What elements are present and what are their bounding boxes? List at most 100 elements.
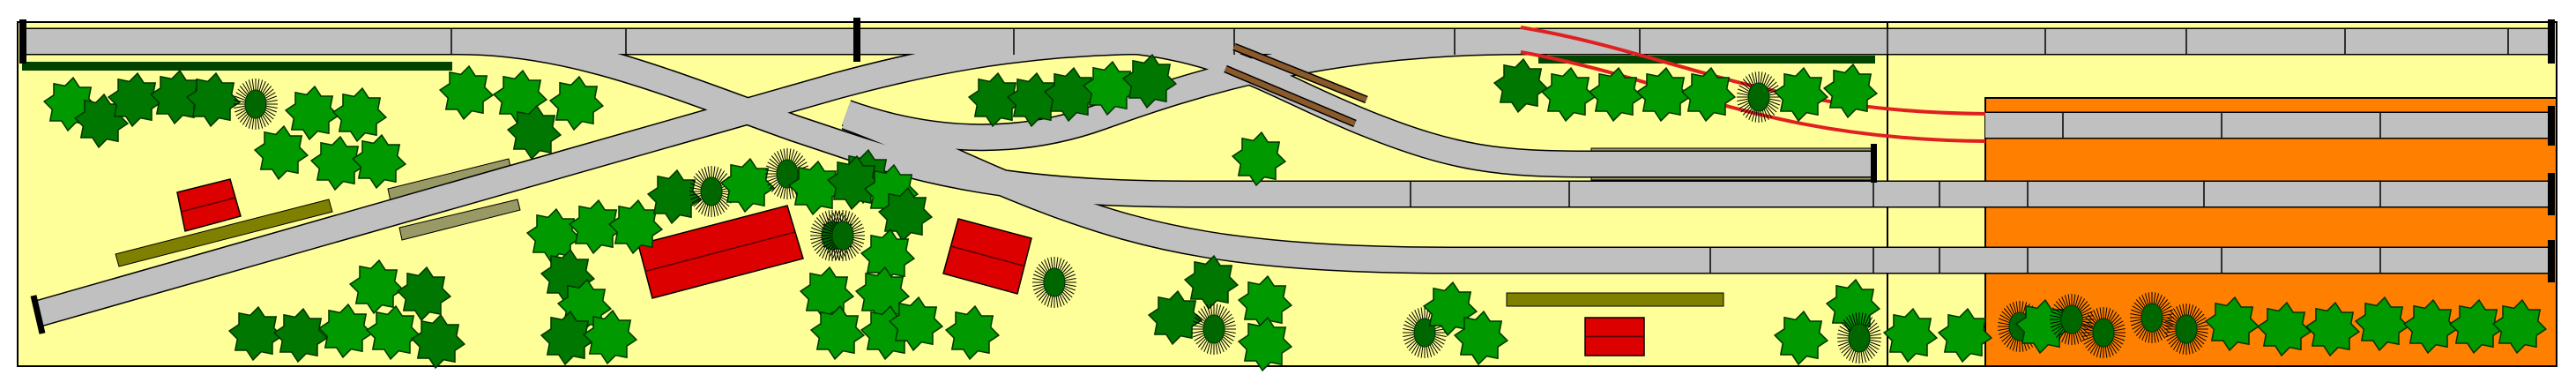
- palm-tree-icon: [234, 79, 278, 130]
- palm-crown: [700, 176, 723, 206]
- palm-crown: [776, 159, 799, 189]
- tree-icon: [582, 309, 638, 365]
- palm-tree-icon: [1192, 304, 1236, 355]
- tree-icon: [351, 133, 407, 190]
- platform: [115, 199, 333, 267]
- bridge-beam: [1232, 44, 1368, 102]
- buffer-stop: [2548, 240, 2555, 282]
- roof-ridge: [181, 197, 236, 213]
- palm-tree-icon: [1737, 71, 1781, 123]
- tree-icon: [1121, 53, 1178, 109]
- tree-icon: [1006, 71, 1062, 128]
- buffer-stop: [2548, 106, 2555, 146]
- track: [458, 29, 2548, 206]
- tree-icon: [525, 207, 582, 264]
- roof-ridge: [644, 231, 796, 273]
- roof-ridge: [950, 245, 1025, 267]
- tree-icon: [888, 296, 944, 352]
- buffer-stop: [30, 295, 46, 334]
- buffer-stops: [19, 18, 2555, 334]
- bridge: [1224, 42, 1368, 128]
- tree-icon: [272, 307, 329, 364]
- tree-icon: [944, 304, 1001, 361]
- palm-crown: [1202, 314, 1225, 344]
- tree-icon: [1147, 289, 1203, 346]
- tree-icon: [1237, 316, 1293, 372]
- palm-crown: [1747, 82, 1770, 112]
- tree-icon: [787, 160, 844, 216]
- palm-tree-icon: [1403, 307, 1447, 358]
- tree-icon: [1773, 310, 1829, 366]
- tree-icon: [826, 154, 882, 211]
- tree-icon: [107, 71, 163, 128]
- tree-icon: [719, 157, 776, 214]
- tree-icon: [1183, 254, 1240, 311]
- buffer-stop: [19, 19, 26, 64]
- palm-crown: [2140, 303, 2163, 333]
- track: [842, 29, 1522, 150]
- tree-icon: [877, 186, 934, 243]
- tree-icon: [284, 85, 340, 141]
- platform: [398, 199, 521, 241]
- trees: [42, 53, 2548, 372]
- tree-icon: [2402, 298, 2459, 355]
- tree-icon: [967, 71, 1024, 128]
- tree-icon: [568, 199, 624, 255]
- platform: [1506, 292, 1724, 307]
- tree-icon: [548, 75, 605, 131]
- palm-tree-icon: [821, 210, 865, 261]
- tree-icon: [860, 228, 916, 284]
- tree-icon: [1882, 307, 1939, 364]
- palm-crown: [2060, 304, 2083, 334]
- palm-crown: [2092, 318, 2115, 348]
- tree-icon: [2491, 298, 2548, 355]
- palm-tree-icon: [2130, 292, 2174, 343]
- tree-icon: [1540, 66, 1597, 123]
- palm-tree-icon: [2164, 304, 2208, 355]
- tree-icon: [2256, 301, 2312, 357]
- tree-icon: [438, 64, 495, 121]
- palm-crown: [1043, 267, 1066, 297]
- tree-icon: [331, 86, 388, 143]
- tracks: [22, 27, 2552, 326]
- tree-icon: [2354, 296, 2410, 352]
- tree-icon: [1043, 66, 1099, 123]
- tree-icon: [607, 199, 664, 255]
- tree-icon: [149, 69, 205, 125]
- buffer-stop: [1871, 144, 1877, 183]
- tree-icon: [1082, 60, 1138, 116]
- palm-crown: [2175, 314, 2198, 344]
- hedge-left: [22, 62, 452, 71]
- bridge-beam: [1224, 66, 1357, 126]
- palm-crown: [1848, 323, 1871, 353]
- tree-icon: [1680, 66, 1737, 123]
- hidden-track: [1520, 50, 1986, 143]
- tree-icon: [396, 266, 452, 322]
- tree-icon: [410, 313, 466, 370]
- tree-icon: [185, 71, 242, 128]
- tree-icon: [365, 304, 421, 361]
- tree-icon: [646, 169, 703, 225]
- tree-icon: [1493, 57, 1549, 114]
- tree-icon: [227, 305, 284, 362]
- tree-icon: [2204, 296, 2260, 352]
- buffer-stop: [2548, 173, 2555, 215]
- tree-icon: [253, 124, 309, 181]
- buffer-stop: [853, 18, 860, 62]
- tree-icon: [506, 104, 562, 161]
- palm-crown: [244, 89, 267, 119]
- tree-icon: [1588, 66, 1644, 123]
- track: [1135, 29, 1873, 176]
- palm-crown: [831, 221, 854, 251]
- tree-icon: [309, 135, 366, 191]
- tree-icon: [2304, 301, 2361, 357]
- tree-icon: [348, 259, 405, 315]
- tree-icon: [1937, 307, 1993, 364]
- track: [36, 29, 1129, 326]
- tree-icon: [317, 303, 374, 359]
- tree-icon: [73, 93, 130, 149]
- tree-icon: [809, 304, 866, 361]
- tree-icon: [1453, 310, 1509, 366]
- buildings: [176, 178, 1645, 356]
